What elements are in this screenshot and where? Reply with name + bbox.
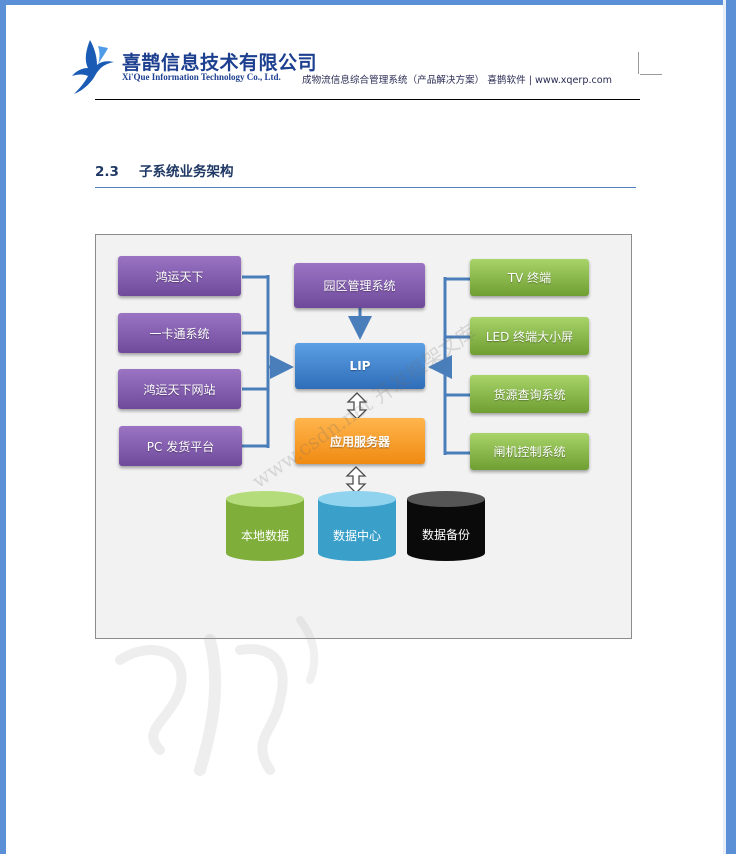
section-number: 2.3 (95, 164, 119, 180)
node-pc-shipping-platform: PC 发货平台 (119, 426, 242, 466)
section-heading: 2.3 子系统业务架构 (95, 160, 234, 180)
company-name-cn: 喜鹊信息技术有限公司 (122, 52, 318, 74)
db-data-backup: 数据备份 (407, 491, 485, 561)
window-frame-right (726, 0, 736, 854)
double-arrow-server-db (345, 466, 367, 494)
db-local-data: 本地数据 (226, 491, 304, 561)
header-tagline: 成物流信息综合管理系统（产品解决方案） 喜鹊软件 | www.xqerp.com (302, 75, 612, 86)
node-hongyun-website: 鸿运天下网站 (118, 369, 241, 409)
node-tv-terminal: TV 终端 (470, 259, 589, 296)
section-title: 子系统业务架构 (139, 164, 234, 180)
node-app-server: 应用服务器 (295, 418, 425, 464)
db-data-center: 数据中心 (318, 491, 396, 561)
architecture-diagram: 本地数据 数据中心 数据备份 鸿运天下 一卡通系统 鸿运天下网站 PC 发货平台… (95, 234, 632, 639)
window-frame-top (0, 0, 736, 5)
db-label-center: 数据中心 (333, 528, 381, 543)
company-name-en: Xi'Que Information Technology Co., Ltd. (122, 72, 281, 82)
header-rule (95, 99, 640, 100)
magpie-logo-icon (72, 40, 114, 94)
node-gate-control: 闸机控制系统 (470, 433, 589, 470)
node-hongyun-tianxia: 鸿运天下 (118, 256, 241, 296)
crop-mark-vertical (638, 52, 639, 74)
watermark-brush-graphic (115, 616, 319, 776)
node-led-screen: LED 终端大小屏 (470, 317, 589, 355)
section-rule (95, 187, 636, 188)
node-cargo-query: 货源查询系统 (470, 375, 589, 413)
crop-mark-horizontal (640, 74, 662, 75)
diagram-connectors: 本地数据 数据中心 数据备份 (226, 275, 485, 561)
window-frame-left (0, 0, 6, 854)
node-park-management: 园区管理系统 (294, 263, 425, 308)
node-card-system: 一卡通系统 (118, 313, 241, 353)
db-label-local: 本地数据 (241, 528, 289, 543)
db-label-backup: 数据备份 (422, 527, 470, 542)
node-lip: LIP (295, 343, 425, 389)
window-frame-right-inner (723, 0, 726, 854)
